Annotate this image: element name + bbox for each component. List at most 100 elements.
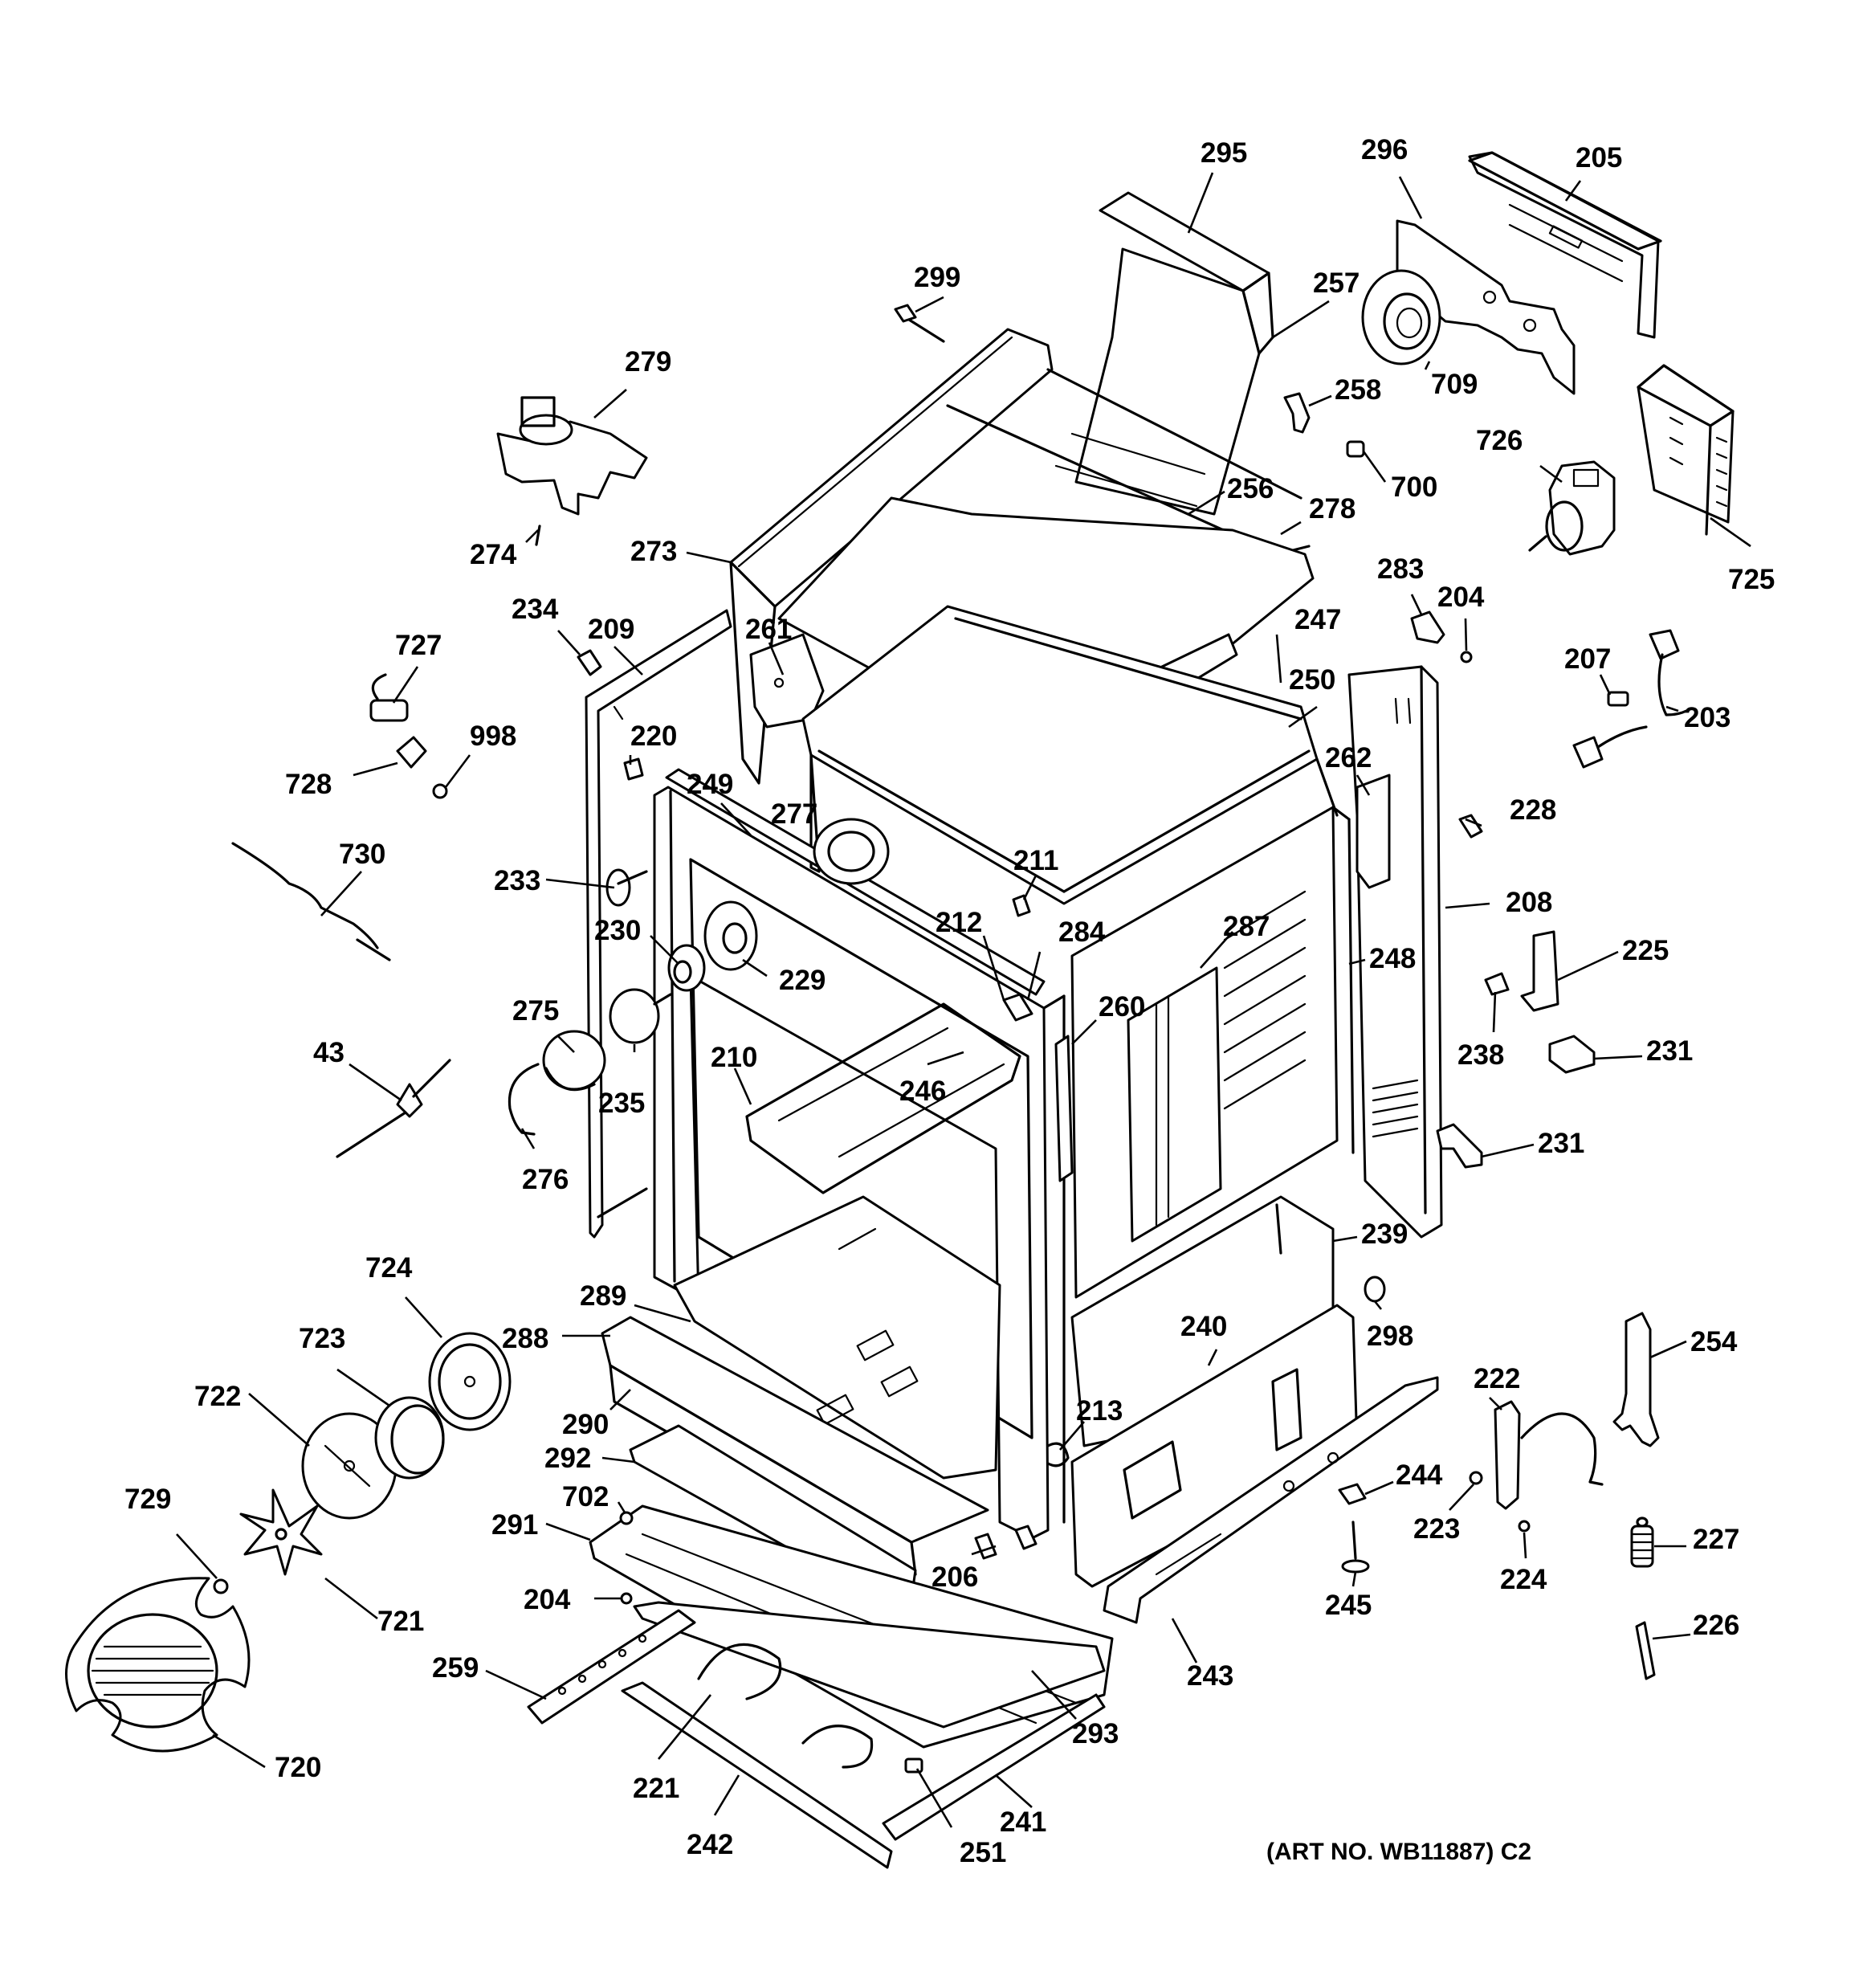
callout-295: 295	[1201, 137, 1247, 169]
clip-283	[1410, 610, 1445, 644]
callout-289: 289	[580, 1280, 626, 1312]
gasket-229	[703, 900, 758, 971]
callout-259: 259	[432, 1652, 479, 1684]
callout-278: 278	[1309, 493, 1355, 525]
bracket-231-upper	[1548, 1035, 1596, 1074]
clip-234	[577, 649, 602, 676]
loop-221	[697, 1643, 874, 1769]
callout-700: 700	[1391, 471, 1437, 503]
callout-224: 224	[1500, 1564, 1547, 1595]
leveler-245	[1341, 1521, 1370, 1574]
art-number: (ART NO. WB11887) C2	[1266, 1839, 1531, 1865]
clip-213	[1046, 1442, 1070, 1468]
callout-234: 234	[512, 594, 559, 625]
nut-998	[432, 783, 448, 799]
ring-709	[1361, 269, 1441, 365]
callout-251: 251	[960, 1837, 1006, 1868]
callout-246: 246	[899, 1076, 946, 1107]
callout-207: 207	[1564, 643, 1611, 675]
callout-728: 728	[285, 769, 332, 800]
callout-298: 298	[1367, 1321, 1413, 1352]
callout-231-lower: 231	[1538, 1128, 1584, 1159]
callout-274: 274	[470, 539, 517, 570]
rail-242	[621, 1681, 893, 1869]
callout-250: 250	[1289, 664, 1335, 696]
slide-rail-259	[527, 1609, 696, 1725]
drawer-bottom-293	[633, 1601, 1106, 1729]
callout-284: 284	[1058, 916, 1106, 948]
clip-220	[623, 757, 644, 781]
bracket-205	[1468, 151, 1662, 339]
screw-223	[1469, 1471, 1483, 1485]
callout-242: 242	[687, 1829, 733, 1860]
clip-258	[1283, 392, 1311, 434]
callout-210: 210	[711, 1042, 757, 1073]
motor-726	[1528, 460, 1616, 556]
sensor-727	[369, 673, 409, 722]
nut-702	[619, 1511, 634, 1525]
oven-liner	[801, 605, 1339, 905]
fan-blade-721	[239, 1488, 323, 1576]
callout-702: 702	[562, 1481, 609, 1512]
element-723	[374, 1396, 445, 1480]
callout-279: 279	[625, 346, 671, 378]
callout-998: 998	[470, 720, 516, 752]
screw-204-top	[1460, 651, 1473, 663]
callout-730: 730	[339, 839, 385, 870]
callout-723: 723	[299, 1323, 345, 1354]
callout-228: 228	[1510, 794, 1556, 826]
callout-231-upper: 231	[1646, 1035, 1693, 1067]
side-wrapper-208	[1347, 665, 1443, 1239]
callout-220: 220	[630, 720, 677, 752]
callout-277: 277	[771, 798, 817, 830]
clip-700	[1346, 440, 1365, 458]
callout-212: 212	[936, 907, 982, 938]
callout-221: 221	[633, 1773, 679, 1804]
baffle-289	[673, 1195, 1001, 1480]
clip-299	[894, 304, 945, 343]
bracket-728	[396, 736, 427, 769]
valve-bracket-279	[496, 396, 648, 546]
lens-275	[542, 1030, 606, 1092]
callout-239: 239	[1361, 1219, 1408, 1250]
callout-276: 276	[522, 1164, 569, 1195]
bracket-231-lower	[1436, 1123, 1483, 1169]
oven-bottom-246	[745, 1002, 1021, 1194]
callout-296: 296	[1361, 134, 1408, 165]
callout-248: 248	[1369, 943, 1416, 974]
callout-213: 213	[1076, 1395, 1123, 1427]
callout-293: 293	[1072, 1718, 1119, 1749]
spring-227	[1630, 1517, 1654, 1568]
callout-222: 222	[1474, 1363, 1520, 1394]
callout-247: 247	[1294, 604, 1341, 635]
bulb-235	[609, 988, 672, 1044]
shroud-724	[428, 1332, 512, 1431]
box-725	[1637, 364, 1735, 536]
callout-726: 726	[1476, 425, 1523, 456]
callout-725: 725	[1728, 564, 1775, 595]
screw-206	[974, 1525, 1037, 1560]
callout-283: 283	[1377, 553, 1424, 585]
callout-720: 720	[275, 1752, 321, 1783]
callout-226: 226	[1693, 1610, 1739, 1641]
callout-292: 292	[544, 1443, 591, 1474]
callout-208: 208	[1506, 887, 1552, 918]
callout-205: 205	[1576, 142, 1622, 173]
socket-233	[605, 868, 648, 907]
callout-204-lower: 204	[524, 1584, 571, 1615]
clip-244	[1338, 1483, 1367, 1505]
clip-298	[1364, 1276, 1386, 1303]
callout-288: 288	[502, 1323, 548, 1354]
callout-291: 291	[491, 1509, 538, 1541]
callout-233: 233	[494, 865, 540, 896]
trim-260	[1054, 1035, 1074, 1182]
clip-276	[508, 1063, 540, 1136]
hinge-receiver-222	[1494, 1400, 1604, 1510]
callout-299: 299	[914, 262, 960, 293]
callout-256: 256	[1227, 473, 1274, 504]
callout-240: 240	[1180, 1311, 1227, 1342]
callout-273: 273	[630, 536, 677, 567]
screw-211	[1012, 894, 1031, 917]
hinge-254	[1612, 1312, 1660, 1447]
